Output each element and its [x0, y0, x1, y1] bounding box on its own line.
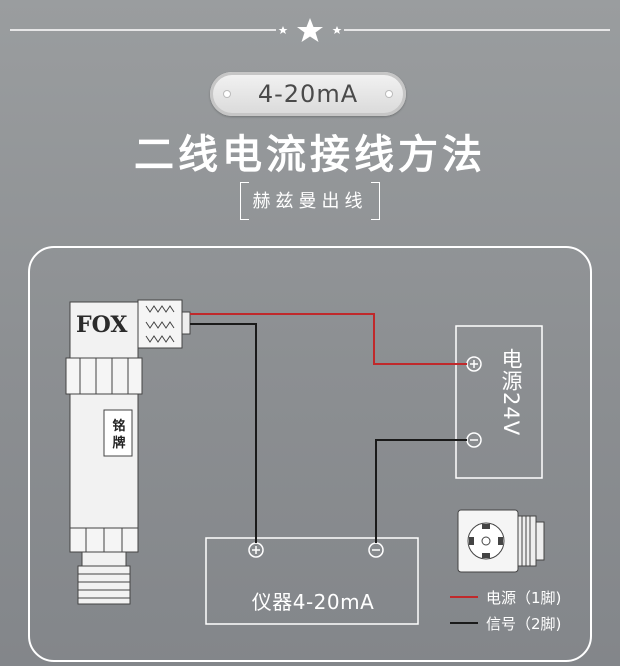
sensor-brand: FOX — [76, 312, 128, 338]
subtitle-box: 赫兹曼出线 — [240, 182, 380, 220]
power-supply-label: 电源24V — [499, 348, 523, 437]
nameplate-box — [103, 409, 133, 457]
current-badge: 4-20mA — [210, 72, 406, 116]
legend-power-label: 电源（1脚) — [486, 589, 562, 607]
badge-text: 4-20mA — [257, 80, 359, 108]
star-icon — [297, 18, 323, 42]
power-wire-red — [190, 313, 467, 365]
diagram-panel — [28, 246, 592, 662]
bracket-left — [240, 182, 249, 220]
small-star-icon-right — [332, 26, 342, 34]
power-supply-box — [455, 325, 543, 479]
instrument-label: 仪器4-20mA — [251, 590, 375, 614]
return-wire-black — [375, 439, 467, 543]
hirschmann-connector — [137, 299, 191, 349]
header-decoration — [10, 18, 610, 42]
transmitter-stem — [81, 551, 127, 567]
bracket-right — [371, 182, 380, 220]
instrument-box — [205, 537, 419, 625]
badge-dot-left — [224, 91, 230, 97]
signal-wire-black — [190, 323, 257, 543]
badge-dot-right — [386, 91, 392, 97]
pressure-transmitter — [65, 301, 143, 605]
nameplate-label: 铭牌 — [112, 419, 126, 451]
transmitter-nut — [65, 357, 143, 395]
subtitle-text: 赫兹曼出线 — [252, 191, 368, 212]
legend-signal-label: 信号（2脚) — [486, 615, 562, 633]
page-title: 二线电流接线方法 — [134, 132, 486, 178]
connector-pinout-icon — [457, 509, 545, 573]
small-star-icon-left — [278, 26, 288, 34]
